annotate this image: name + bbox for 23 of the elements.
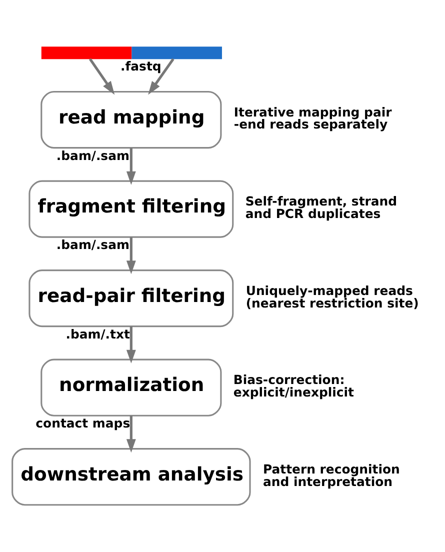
- node-box: read-pair filtering: [28, 270, 234, 328]
- node-label: Bias-correction: explicit/inexplicit: [233, 372, 354, 400]
- node-box: fragment filtering: [28, 180, 234, 238]
- arrow: [88, 58, 115, 95]
- edge-label: contact maps: [36, 416, 130, 431]
- node-bar: [132, 46, 222, 60]
- edge-label: .bam/.sam: [56, 237, 130, 252]
- edge-label: .bam/.sam: [56, 148, 130, 163]
- edge-label: .bam/.txt: [66, 326, 130, 342]
- arrow: [126, 237, 136, 274]
- node-box: normalization: [40, 358, 222, 416]
- node-box: read mapping: [40, 91, 222, 149]
- node-label: Uniquely-mapped reads (nearest restriction site): [246, 282, 419, 310]
- node-label: Iterative mapping pair -end reads separately: [234, 104, 392, 132]
- arrow: [126, 326, 136, 364]
- arrow: [126, 416, 136, 453]
- arrow: [126, 148, 136, 185]
- node-box: downstream analysis: [12, 448, 251, 506]
- node-label: Pattern recognition and interpretation: [262, 461, 400, 489]
- node-bar: [41, 46, 132, 60]
- edge-label: .fastq: [120, 58, 162, 74]
- node-label: Self-fragment, strand and PCR duplicates: [245, 194, 398, 221]
- arrow: [148, 58, 174, 95]
